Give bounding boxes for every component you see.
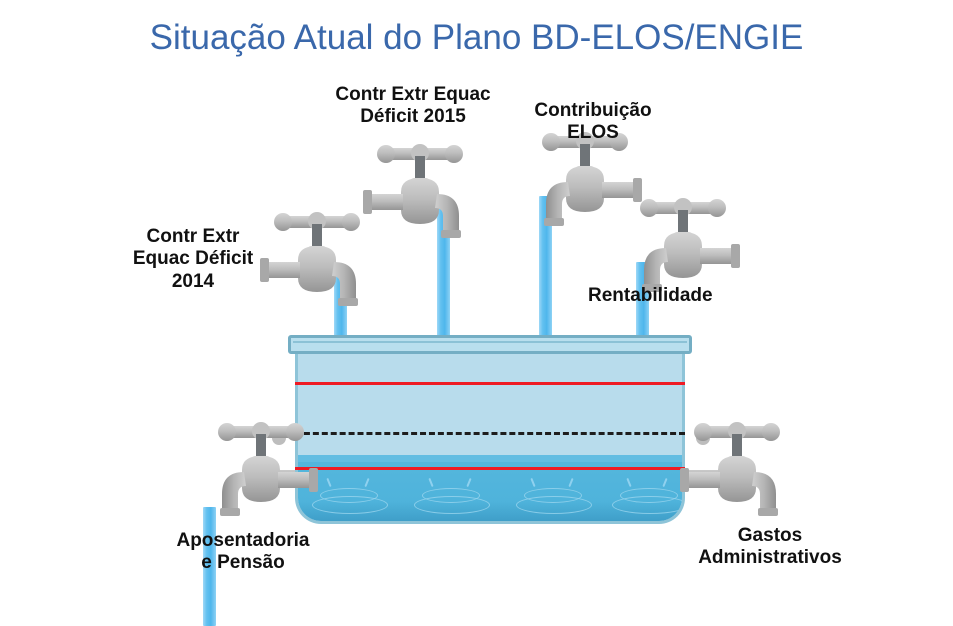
- faucet-contr-extr-equac-deficit-2015[interactable]: [355, 130, 485, 250]
- faucet-icon: [260, 212, 360, 306]
- label-rentabilidade: Rentabilidade: [588, 285, 713, 306]
- faucet-icon: [218, 422, 318, 516]
- label-contr-extr-equac-deficit-2014: Contr Extr Equac Déficit 2014: [132, 226, 254, 292]
- faucet-rentabilidade[interactable]: [618, 184, 748, 304]
- water-stream-contr-2015: [437, 208, 450, 338]
- page-title: Situação Atual do Plano BD-ELOS/ENGIE: [149, 18, 804, 57]
- faucet-aposentadoria-e-pensao[interactable]: [196, 408, 326, 528]
- faucet-contr-extr-equac-deficit-2014[interactable]: [252, 198, 382, 318]
- faucet-icon: [363, 144, 463, 238]
- pension-fund-tank: [288, 330, 692, 530]
- faucet-icon: [640, 198, 740, 292]
- faucet-icon: [542, 132, 642, 226]
- target-dashed-line: [295, 432, 685, 435]
- faucet-contribuicao-elos[interactable]: [520, 118, 650, 238]
- tank-body: [295, 352, 685, 524]
- tank-water-surface: [298, 455, 682, 462]
- ripple: [516, 496, 592, 514]
- faucet-icon: [680, 422, 780, 516]
- label-contribuicao-elos: Contribuição ELOS: [534, 100, 652, 144]
- upper-red-marker-line: [295, 382, 685, 385]
- lower-red-marker-line: [295, 467, 685, 470]
- ripple: [312, 496, 388, 514]
- ripple: [414, 496, 490, 514]
- tank-rim-inner-edge: [293, 341, 687, 349]
- label-contr-extr-equac-deficit-2015: Contr Extr Equac Déficit 2015: [335, 84, 491, 128]
- label-gastos-administrativos: Gastos Administrativos: [698, 525, 842, 569]
- water-stream-aposentadoria: [203, 507, 216, 626]
- tank-rim: [288, 335, 692, 354]
- water-stream-elos: [539, 196, 552, 338]
- faucet-gastos-administrativos[interactable]: [672, 408, 802, 528]
- ripple: [612, 496, 682, 514]
- label-aposentadoria-e-pensao: Aposentadoria e Pensão: [176, 530, 310, 574]
